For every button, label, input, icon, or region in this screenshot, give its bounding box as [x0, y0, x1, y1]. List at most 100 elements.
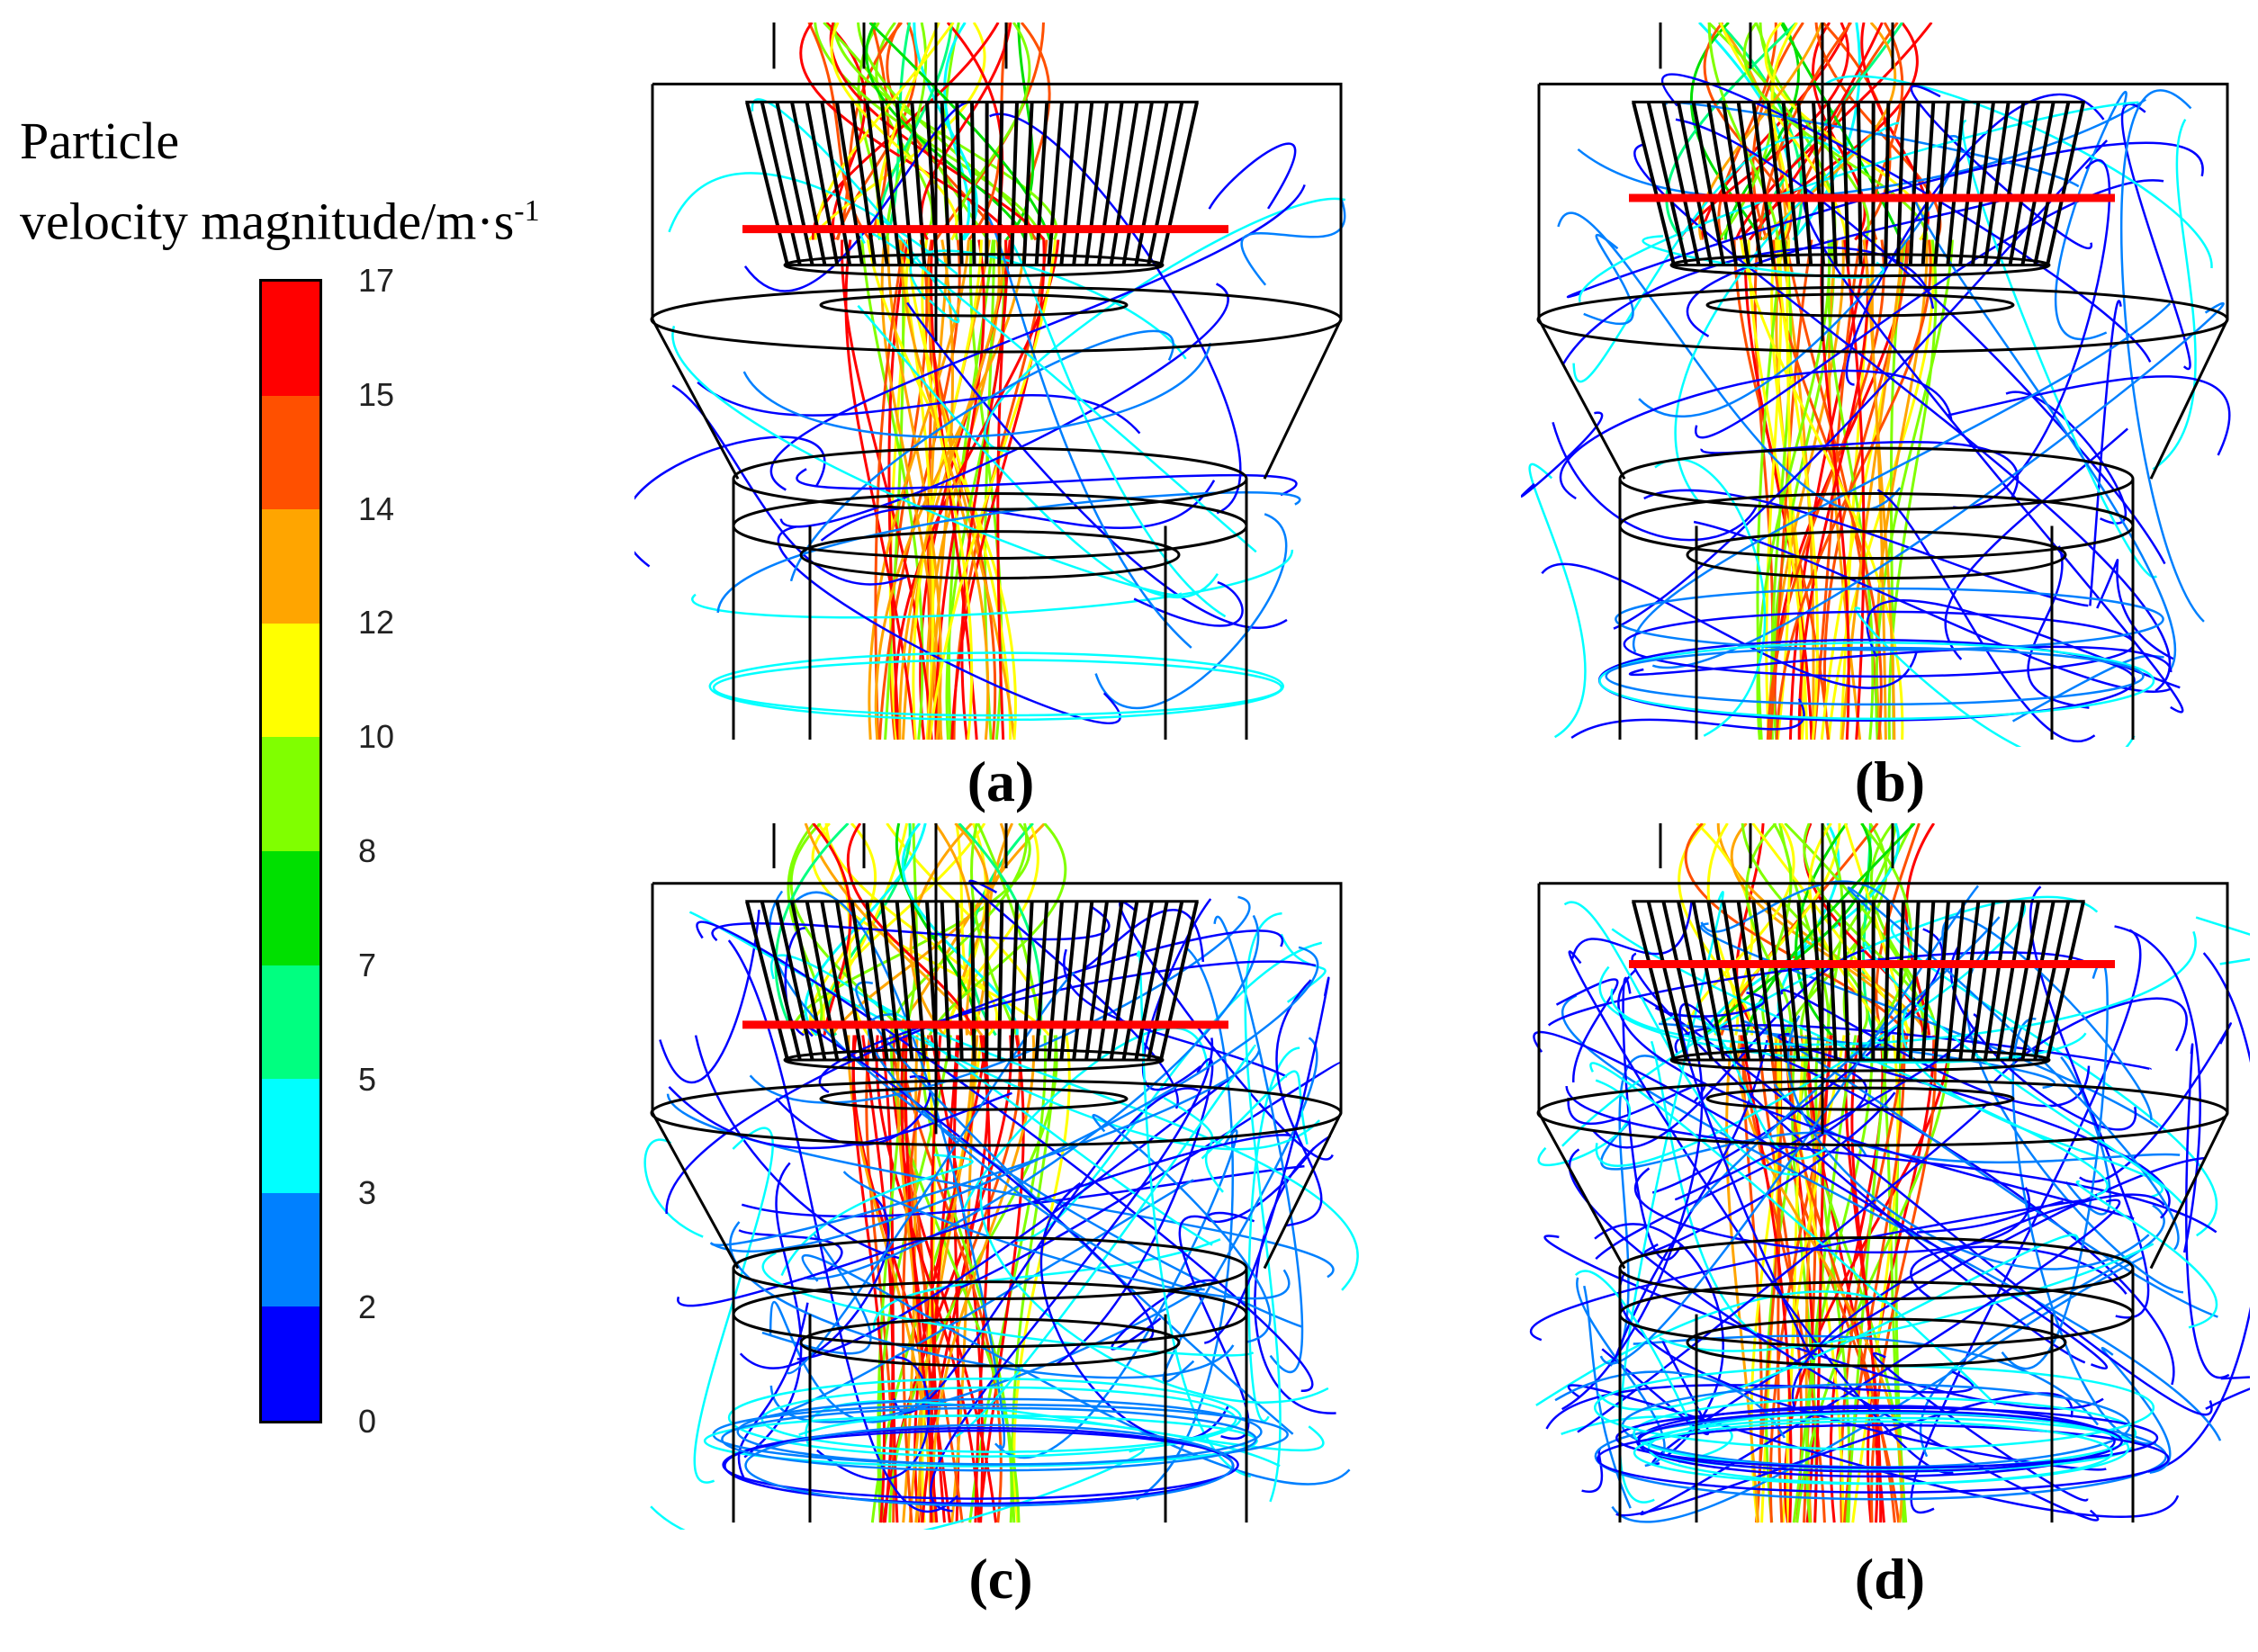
rotor-blade [1059, 102, 1079, 265]
pathline [1629, 645, 2173, 677]
rotor-blade [1751, 102, 1776, 265]
lower-ellipse [799, 1317, 1181, 1368]
pathline [1633, 1420, 2113, 1486]
geometry-outline [650, 823, 1343, 1523]
rotor-blade [760, 101, 802, 266]
rotor-blade [835, 102, 864, 265]
panel-d-image [1529, 823, 2250, 1523]
pathline [1561, 247, 1935, 365]
pathline [761, 1252, 1255, 1357]
pathlines [1521, 22, 2231, 747]
pathline [889, 823, 1029, 1036]
pathline [1634, 1167, 2030, 1254]
pathline [736, 1397, 1263, 1466]
pathline [1840, 239, 1905, 741]
pathline [866, 239, 1017, 741]
pathline [1675, 118, 2166, 565]
rotor-blade [1147, 102, 1184, 266]
pathline [1756, 239, 1831, 741]
pathline [2120, 103, 2191, 371]
pathline [671, 384, 908, 586]
pathline [2114, 925, 2201, 1253]
pathline [1761, 823, 1793, 1037]
rotor-blade [1021, 102, 1034, 265]
rotor-blade [1812, 102, 1825, 265]
pathline [1633, 143, 2172, 692]
pathline [1611, 928, 2109, 1197]
pathline [805, 1026, 1155, 1344]
pathline [895, 1035, 1003, 1523]
pathline [984, 197, 1346, 453]
pathline [1240, 200, 1346, 286]
pathline [1674, 1013, 1979, 1201]
rotor-blade [1159, 901, 1199, 1061]
rotor-blade [1010, 901, 1019, 1061]
pathline [857, 304, 1219, 598]
pathline [1254, 1135, 1336, 1414]
rotor-blade [1857, 901, 1863, 1061]
rotor-blade [1121, 102, 1154, 266]
rotor-blade [2008, 102, 2040, 266]
pathline [665, 929, 1284, 1215]
pathline [770, 954, 1213, 1246]
rotor-blade [1946, 102, 1966, 265]
pathline [886, 239, 942, 741]
pathline [974, 1035, 991, 1523]
pathline [1870, 239, 1896, 740]
pathline [1912, 182, 2177, 670]
pathline [1944, 427, 2128, 660]
rotor-blade [850, 901, 877, 1061]
pathline [1700, 22, 1851, 240]
pathline [851, 1035, 886, 1523]
rotor-blade [925, 901, 939, 1061]
pathline [1614, 1039, 1768, 1360]
pathline [1631, 952, 2086, 1364]
rotor-blade [1134, 102, 1169, 266]
pathline [1867, 1035, 1936, 1523]
legend-tick-label: 17 [358, 262, 395, 299]
pathline [2011, 1018, 2157, 1445]
rotor-blade [805, 102, 840, 266]
pathline [798, 1414, 1281, 1468]
pathline [721, 1406, 1257, 1472]
legend-title-line1: Particle [20, 112, 180, 170]
rotor-cage [1632, 900, 2085, 1073]
pathline [1802, 190, 2184, 714]
pathline [955, 823, 991, 1037]
legend-tick-label: 12 [358, 604, 395, 642]
legend-swatch-7 [262, 1079, 319, 1193]
pathline [1693, 520, 2172, 693]
pathline [977, 1035, 1025, 1523]
rotor-blade [1021, 901, 1034, 1061]
pathline [804, 823, 927, 1037]
pathline [1613, 139, 2109, 630]
pathline [1617, 969, 2135, 1220]
casing-ellipse [650, 285, 1343, 354]
panel-b-label: (b) [1854, 750, 1926, 813]
pathline [693, 1127, 774, 1484]
pathline [820, 480, 1216, 542]
rotor-blade [865, 102, 889, 265]
pathline [2147, 952, 2250, 1473]
legend-swatch-0 [262, 282, 319, 396]
pathline [688, 911, 1321, 1151]
rotor-blade [1722, 102, 1750, 265]
pathline [1685, 823, 1795, 1036]
pathline [1521, 411, 1604, 498]
rotor-blade [1047, 901, 1064, 1061]
rotor-blade [895, 102, 914, 265]
rotor-blade [1908, 102, 1921, 265]
pathline [1775, 239, 1820, 741]
rotor-blade [1796, 901, 1813, 1061]
inlet-pipe [1659, 823, 1894, 1135]
pathline [902, 1035, 931, 1523]
pathline [1561, 994, 2222, 1441]
outlet-pipe [1618, 479, 2135, 740]
pathline [921, 239, 974, 741]
rotor-blade [1995, 901, 2026, 1061]
casing-ellipse [1536, 1079, 2229, 1147]
pathline [780, 1154, 974, 1277]
pathline [769, 1300, 936, 1423]
rotor-blade [1661, 901, 1701, 1061]
pathline [1797, 239, 1869, 740]
